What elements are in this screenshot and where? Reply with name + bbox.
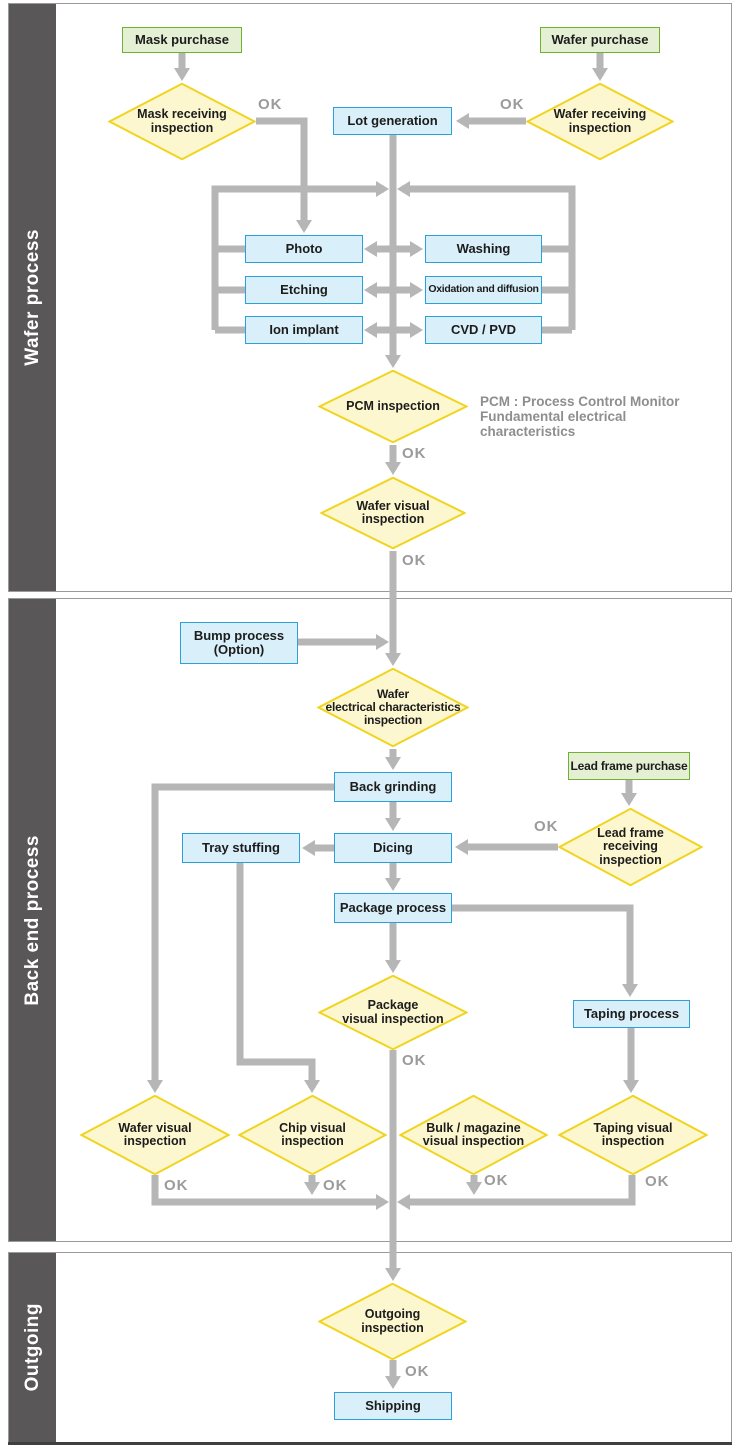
node-tray-stuffing: Tray stuffing [182, 833, 300, 863]
node-package-visual-inspection: Package visual inspection [318, 975, 468, 1050]
ok-label-wafer-visual-bottom: OK [164, 1177, 189, 1194]
node-bump-process: Bump process (Option) [180, 622, 298, 664]
node-lot-generation: Lot generation [333, 107, 452, 135]
ok-label-wafer-receiving: OK [500, 96, 525, 113]
node-ion-implant: Ion implant [245, 316, 363, 344]
node-shipping: Shipping [334, 1392, 452, 1420]
node-outgoing-inspection: Outgoing inspection [318, 1283, 467, 1360]
node-lead-frame-receiving-inspection: Lead frame receiving inspection [558, 808, 703, 886]
node-taping-process: Taping process [573, 1000, 690, 1028]
node-lead-frame-purchase: Lead frame purchase [568, 752, 690, 780]
sidebar-wafer-process: Wafer process [9, 4, 56, 591]
ok-label-pcm: OK [402, 445, 427, 462]
node-etching: Etching [245, 276, 363, 304]
node-back-grinding: Back grinding [334, 772, 452, 802]
pcm-annotation: PCM : Process Control Monitor Fundamenta… [480, 394, 680, 439]
ok-label-wafer-visual-top: OK [402, 552, 427, 569]
ok-label-package-visual: OK [402, 1052, 427, 1069]
sidebar-back-end-process: Back end process [9, 599, 56, 1241]
node-mask-purchase: Mask purchase [122, 27, 242, 53]
ok-label-lead-frame: OK [534, 818, 559, 835]
ok-label-bulk-magazine: OK [484, 1172, 509, 1189]
node-cvd-pvd: CVD / PVD [425, 316, 542, 344]
ok-label-mask-receiving: OK [258, 96, 283, 113]
node-photo: Photo [245, 235, 363, 263]
node-chip-visual-inspection: Chip visual inspection [238, 1095, 387, 1175]
node-dicing: Dicing [334, 833, 452, 863]
ok-label-taping-visual: OK [645, 1173, 670, 1190]
node-package-process: Package process [334, 893, 452, 923]
node-oxidation-and-diffusion: Oxidation and diffusion [425, 276, 542, 304]
node-pcm-inspection: PCM inspection [318, 370, 468, 443]
node-wafer-purchase: Wafer purchase [540, 27, 660, 53]
sidebar-outgoing: Outgoing [9, 1253, 56, 1442]
ok-label-chip-visual: OK [323, 1177, 348, 1194]
node-mask-receiving-inspection: Mask receiving inspection [108, 83, 256, 160]
node-wafer-receiving-inspection: Wafer receiving inspection [526, 83, 674, 160]
node-taping-visual-inspection: Taping visual inspection [558, 1095, 708, 1175]
node-wafer-visual-inspection-top: Wafer visual inspection [320, 477, 466, 549]
node-wafer-visual-inspection-bottom: Wafer visual inspection [80, 1095, 230, 1175]
node-washing: Washing [425, 235, 542, 263]
ok-label-outgoing: OK [405, 1363, 430, 1380]
bottom-rule [8, 1442, 732, 1445]
node-wafer-electrical-characteristics-inspection: Wafer electrical characteristics inspect… [317, 668, 469, 747]
node-bulk-magazine-visual-inspection: Bulk / magazine visual inspection [399, 1095, 548, 1175]
